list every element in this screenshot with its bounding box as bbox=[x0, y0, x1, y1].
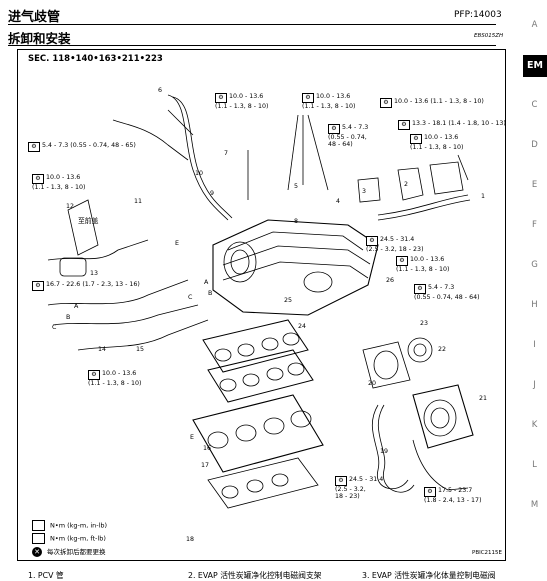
callout-5: 5 bbox=[294, 183, 299, 190]
torque-spec-6: ⚙10.0 - 13.6 (1.1 - 1.3, 8 - 10) bbox=[410, 134, 464, 151]
letter-callout-a-left: A bbox=[74, 303, 79, 310]
side-tab-h[interactable]: H bbox=[531, 300, 538, 310]
pfp-code: PFP:14003 bbox=[454, 10, 502, 20]
side-tab-c[interactable]: C bbox=[531, 100, 538, 110]
side-tab-l[interactable]: L bbox=[532, 460, 537, 470]
letter-callout-b: B bbox=[208, 290, 213, 297]
torque-spec-8: ⚙10.0 - 13.6 (1.1 - 1.3, 8 - 10) bbox=[32, 174, 86, 191]
header-divider bbox=[8, 24, 496, 25]
callout-20: 20 bbox=[368, 380, 377, 387]
callout-9: 9 bbox=[210, 190, 215, 197]
side-tab-f[interactable]: F bbox=[532, 220, 537, 230]
callout-23: 23 bbox=[420, 320, 429, 327]
letter-callout-c: C bbox=[188, 294, 193, 301]
wrench-icon bbox=[32, 533, 45, 544]
legend-item-3: ✕每次拆卸后都要更换 bbox=[32, 546, 106, 557]
side-tab-e[interactable]: E bbox=[531, 180, 538, 190]
torque-spec-15: ⚙17.5 - 23.7 (1.8 - 2.4, 13 - 17) bbox=[424, 487, 482, 504]
callout-18: 18 bbox=[186, 536, 195, 543]
section-subtitle: 拆卸和安装 bbox=[8, 31, 71, 46]
torque-spec-14: ⚙24.5 - 31.4 (2.5 - 3.2, 18 - 23) bbox=[335, 476, 384, 501]
callout-21: 21 bbox=[479, 395, 488, 402]
torque-spec-1: ⚙10.0 - 13.6 (1.1 - 1.3, 8 - 10) bbox=[215, 93, 269, 110]
parts-list-item-1: 1. PCV 管 bbox=[28, 571, 64, 580]
parts-list-item-3: 3. EVAP 活性炭罐净化体量控制电磁阀 bbox=[362, 571, 496, 580]
section-reference: SEC. 118•140•163•211•223 bbox=[28, 54, 163, 64]
letter-callout-c-left: C bbox=[52, 324, 57, 331]
side-tab-i[interactable]: I bbox=[533, 340, 536, 350]
replace-icon: ✕ bbox=[32, 547, 42, 557]
torque-spec-10: ⚙10.0 - 13.6 (1.1 - 1.3, 8 - 10) bbox=[396, 256, 450, 273]
side-tab-g[interactable]: G bbox=[531, 260, 538, 270]
callout-19: 19 bbox=[380, 448, 389, 455]
torque-spec-3: ⚙10.0 - 13.6 (1.1 - 1.3, 8 - 10) bbox=[380, 98, 484, 108]
legend-item-2: N•m (kg-m, ft-lb) bbox=[32, 533, 106, 544]
front-cover-note: 至前盖 bbox=[78, 217, 99, 225]
callout-15: 15 bbox=[136, 346, 145, 353]
callout-24: 24 bbox=[298, 323, 307, 330]
diagram-drawing bbox=[47, 94, 474, 509]
callout-1: 1 bbox=[481, 193, 486, 200]
ref-code: EBS015ZH bbox=[474, 33, 504, 39]
side-tab-a[interactable]: A bbox=[531, 20, 538, 30]
side-tab-d[interactable]: D bbox=[531, 140, 538, 150]
callout-3: 3 bbox=[362, 188, 367, 195]
letter-callout-e-lower: E bbox=[190, 434, 194, 441]
page-title: 进气歧管 bbox=[8, 10, 61, 25]
torque-spec-5: ⚙13.3 - 18.1 (1.4 - 1.8, 10 - 13) bbox=[398, 120, 506, 130]
torque-spec-11: ⚙16.7 - 22.6 (1.7 - 2.3, 13 - 16) bbox=[32, 281, 140, 291]
side-index: A EM C D E F G H I J K L M bbox=[522, 0, 547, 581]
callout-22: 22 bbox=[438, 346, 447, 353]
torque-spec-12: ⚙5.4 - 7.3 (0.55 - 0.74, 48 - 64) bbox=[414, 284, 480, 301]
side-tab-m[interactable]: M bbox=[530, 500, 539, 510]
side-tab-k[interactable]: K bbox=[531, 420, 538, 430]
callout-25: 25 bbox=[284, 297, 293, 304]
callout-16: 16 bbox=[203, 445, 212, 452]
callout-14: 14 bbox=[98, 346, 107, 353]
callout-6: 6 bbox=[158, 87, 163, 94]
torque-spec-2: ⚙10.0 - 13.6 (1.1 - 1.3, 8 - 10) bbox=[302, 93, 356, 110]
callout-4: 4 bbox=[336, 198, 341, 205]
side-tab-em[interactable]: EM bbox=[523, 55, 547, 77]
callout-2: 2 bbox=[404, 181, 409, 188]
torque-spec-4: ⚙5.4 - 7.3 (0.55 - 0.74, 48 - 64) bbox=[328, 124, 369, 149]
torque-spec-13: ⚙10.0 - 13.6 (1.1 - 1.3, 8 - 10) bbox=[88, 370, 142, 387]
callout-11: 11 bbox=[134, 198, 143, 205]
torque-spec-7: ⚙5.4 - 7.3 (0.55 - 0.74, 48 - 65) bbox=[28, 142, 136, 152]
callout-26: 26 bbox=[386, 277, 395, 284]
letter-callout-e: E bbox=[175, 240, 179, 247]
letter-callout-a: A bbox=[204, 279, 209, 286]
callout-17: 17 bbox=[201, 462, 210, 469]
subtitle-divider bbox=[8, 45, 496, 46]
callout-12: 12 bbox=[66, 203, 75, 210]
callout-8: 8 bbox=[294, 218, 299, 225]
torque-spec-9: ⚙24.5 - 31.4 (2.5 - 3.2, 18 - 23) bbox=[366, 236, 424, 253]
callout-13: 13 bbox=[90, 270, 99, 277]
exploded-diagram: SEC. 118•140•163•211•223 bbox=[17, 49, 506, 561]
side-tab-j[interactable]: J bbox=[533, 380, 536, 390]
figure-code: PBIC2115E bbox=[472, 550, 503, 556]
legend-item-1: N•m (kg-m, in-lb) bbox=[32, 520, 107, 531]
parts-list-item-2: 2. EVAP 活性炭罐净化控制电磁阀支架 bbox=[188, 571, 322, 580]
letter-callout-b-left: B bbox=[66, 314, 71, 321]
callout-7: 7 bbox=[224, 150, 229, 157]
wrench-icon bbox=[32, 520, 45, 531]
callout-10: 10 bbox=[195, 170, 204, 177]
